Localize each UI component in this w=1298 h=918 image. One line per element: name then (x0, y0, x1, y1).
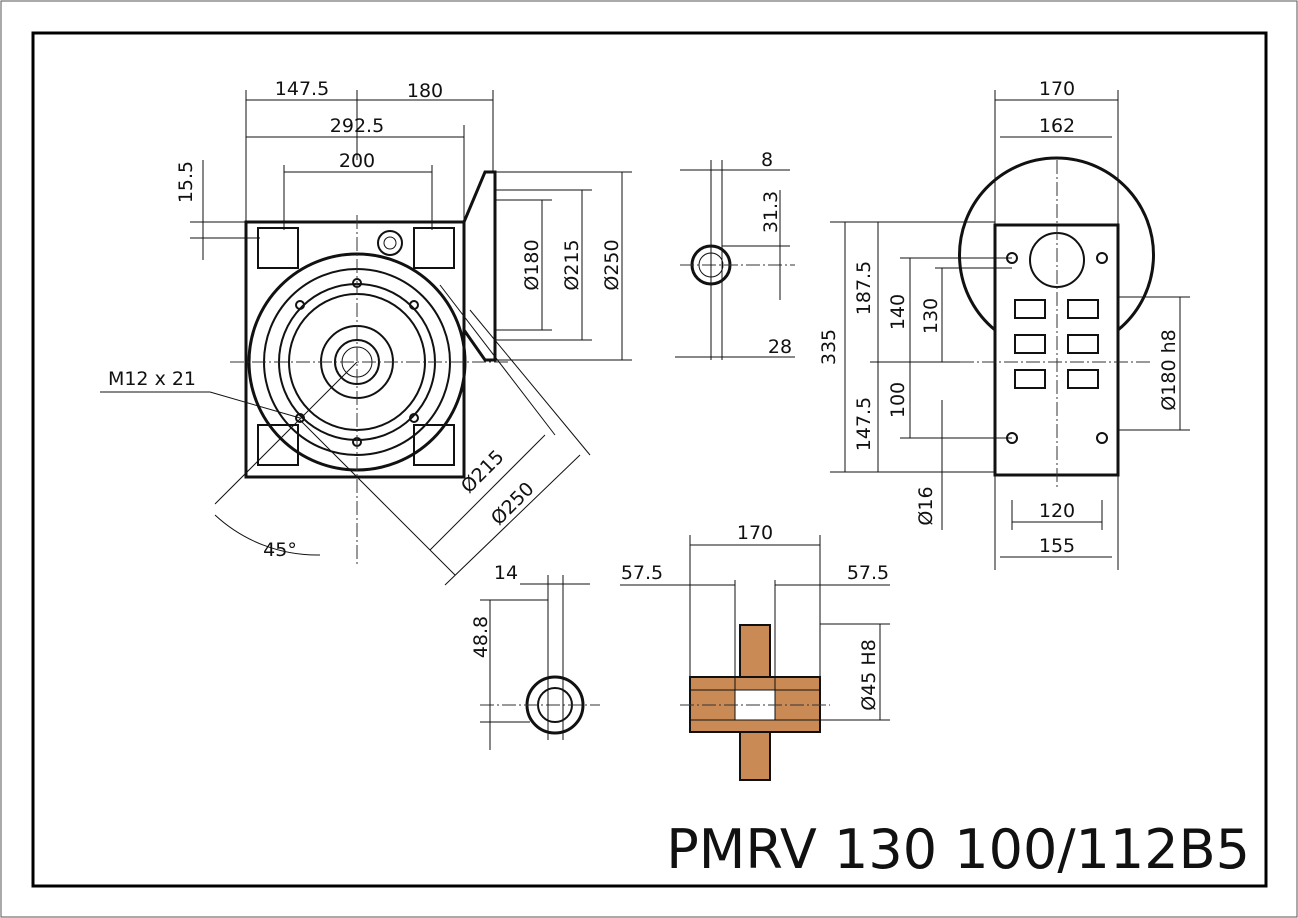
dim-angle: 45° (263, 539, 297, 561)
dim-200: 200 (339, 150, 375, 172)
dim-140: 140 (887, 294, 909, 330)
dim-key-8: 8 (761, 149, 773, 171)
dim-14: 14 (494, 562, 518, 584)
dim-dia-16: Ø16 (915, 486, 937, 525)
dim-section-170: 170 (737, 522, 773, 544)
dim-147-5: 147.5 (275, 78, 329, 100)
hollow-shaft-section: 170 57.5 57.5 Ø45 H8 (620, 522, 890, 781)
dim-dia-45-h8: Ø45 H8 (858, 639, 880, 711)
dim-flange-dia-180: Ø180 (521, 239, 543, 290)
dim-155: 155 (1039, 535, 1075, 557)
dim-28: 28 (768, 336, 792, 358)
dim-100: 100 (887, 382, 909, 418)
side-view: 170 162 187.5 140 130 335 100 147.5 Ø180… (818, 78, 1190, 570)
dim-flange-dia-215: Ø215 (561, 239, 583, 290)
dim-15-5: 15.5 (175, 161, 197, 203)
dim-dia-180-h8: Ø180 h8 (1158, 329, 1180, 410)
dim-57-5-right: 57.5 (847, 562, 889, 584)
dim-31-3: 31.3 (760, 191, 782, 233)
dim-187-5: 187.5 (853, 261, 875, 315)
dim-120: 120 (1039, 500, 1075, 522)
dim-flange-dia-250: Ø250 (601, 239, 623, 290)
output-shaft-view: 14 48.8 (470, 562, 600, 750)
dim-side-162: 162 (1039, 115, 1075, 137)
drawing-frame (31, 31, 1268, 888)
dim-130: 130 (920, 298, 942, 334)
model-title: PMRV 130 100/112B5 (666, 818, 1250, 881)
dim-180: 180 (407, 80, 443, 102)
flange-dims: Ø180 Ø215 Ø250 (495, 171, 632, 361)
dim-side-170: 170 (1039, 78, 1075, 100)
dim-48-8: 48.8 (470, 616, 492, 658)
dim-thread: M12 x 21 (108, 368, 196, 390)
front-view: 147.5 180 292.5 200 15.5 M12 x 21 45° Ø2… (100, 78, 591, 586)
dim-side-147-5: 147.5 (853, 397, 875, 451)
dim-292-5: 292.5 (330, 115, 384, 137)
input-shaft-view: 8 31.3 28 (675, 149, 795, 360)
dim-57-5-left: 57.5 (621, 562, 663, 584)
dim-335: 335 (818, 329, 840, 365)
